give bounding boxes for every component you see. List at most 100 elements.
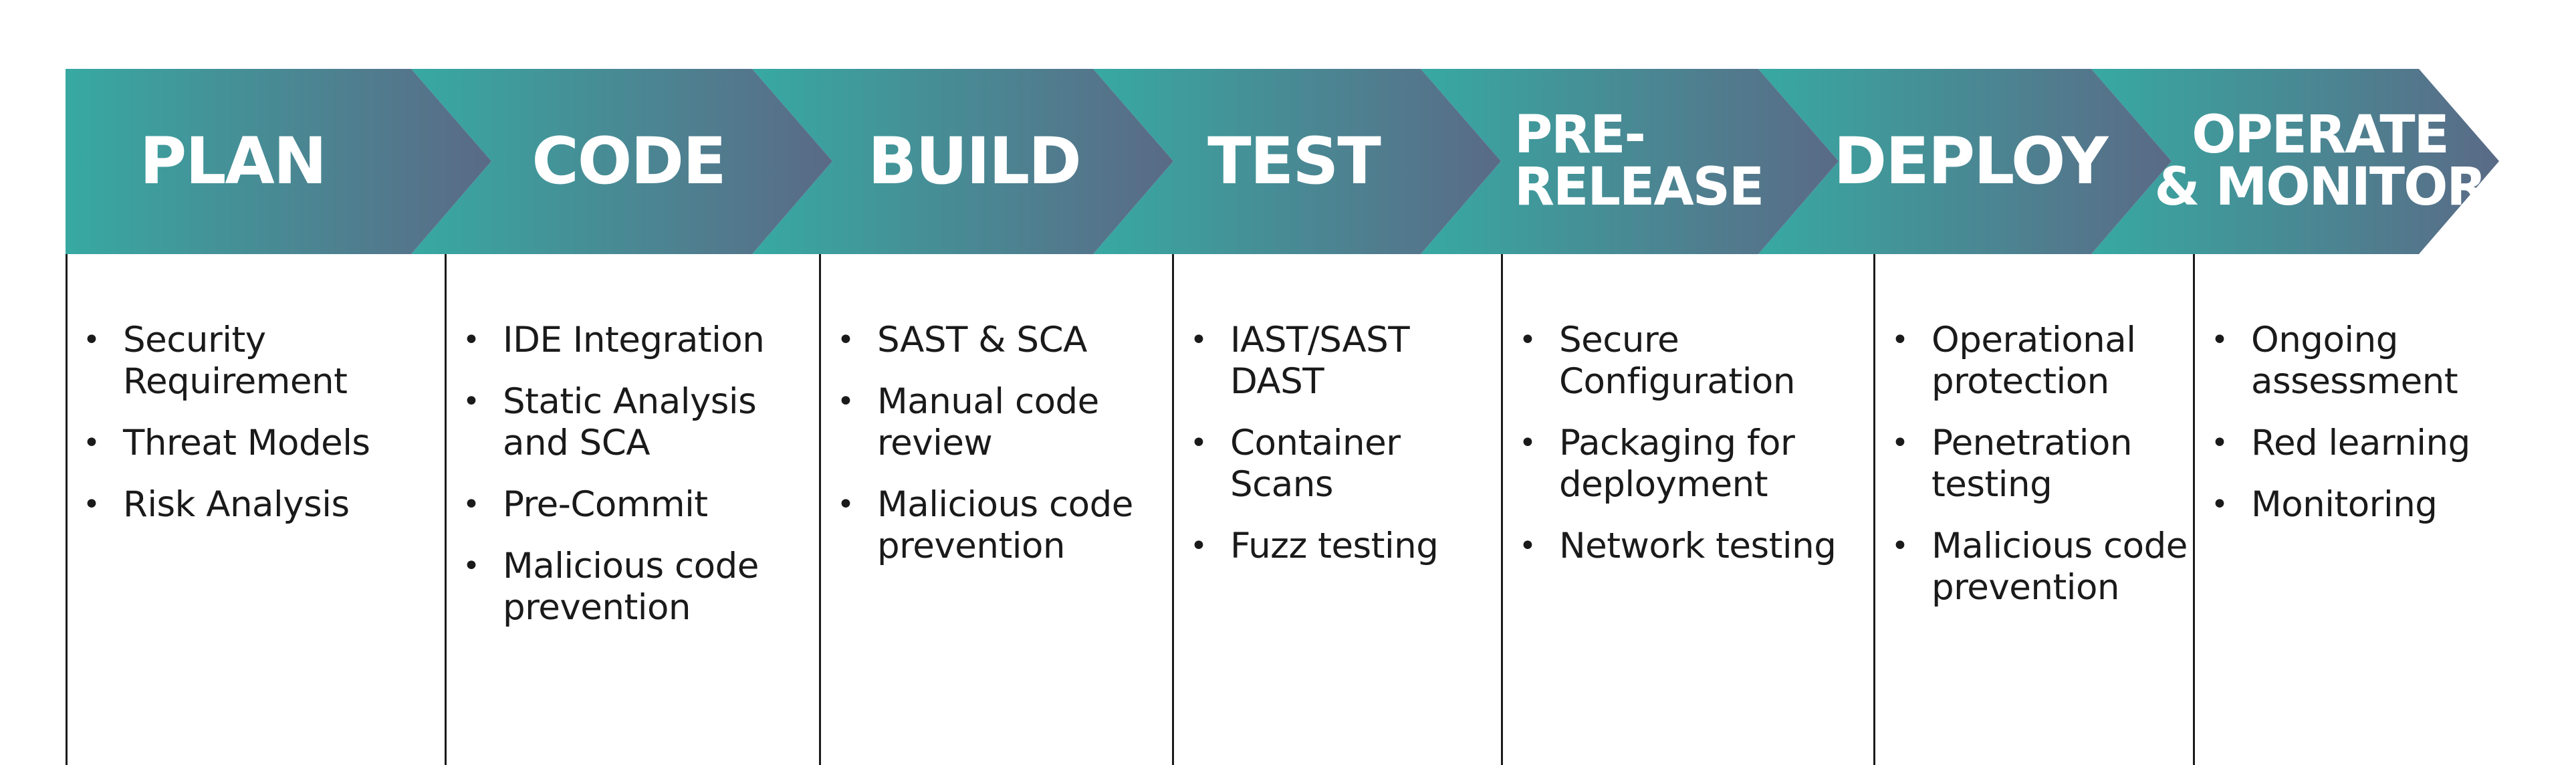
list-item: • Network testing <box>1503 526 1871 567</box>
bullet-icon: • <box>837 487 854 522</box>
stage-activity-list: • Ongoing assessment •Red learning • Monitor… <box>2195 320 2543 546</box>
bullet-icon: • <box>2211 323 2228 357</box>
stage-chevron <box>2091 69 2499 254</box>
bullet-icon: • <box>1891 426 1909 460</box>
list-item: • Manual code review <box>821 381 1169 464</box>
stage-chevron <box>1421 69 1839 254</box>
list-item: • Secure Configuration <box>1503 320 1871 403</box>
bullet-icon: • <box>1891 323 1909 357</box>
list-item-text: Penetration testing <box>1931 423 2132 505</box>
list-item-text: Malicious code prevention <box>877 484 1133 566</box>
stage-title: BUILD <box>834 69 1115 253</box>
bullet-icon: • <box>463 487 480 522</box>
list-item: • Threat Models <box>67 423 441 464</box>
list-item: • Packaging for deployment <box>1503 423 1871 506</box>
column-divider <box>2193 254 2195 765</box>
stage-title: PRE-RELEASE <box>1514 69 1795 253</box>
bullet-icon: • <box>1519 529 1536 563</box>
list-item: • Malicious code prevention <box>821 484 1169 567</box>
list-item: • Pre-Commit <box>447 484 818 526</box>
bullet-icon: • <box>837 323 854 357</box>
stage-activity-list: • IAST/SAST DAST • Container Scans •Fuzz tes… <box>1174 320 1498 587</box>
stage-chevron <box>1093 69 1501 254</box>
list-item-text: Threat Models <box>123 423 370 463</box>
list-item: • Penetration testing <box>1875 423 2191 506</box>
stage-chevron <box>752 69 1173 254</box>
list-item-text: Malicious code prevention <box>503 546 759 628</box>
list-item-text: Ongoing assessment <box>2251 320 2458 402</box>
stage-title-line: CODE <box>532 123 726 199</box>
list-item-text: Operational protection <box>1931 320 2136 402</box>
stage-chevron <box>1758 69 2172 254</box>
list-item-text: Static Analysis and SCA <box>503 381 757 463</box>
bullet-icon: • <box>1190 323 1207 357</box>
list-item: • Monitoring <box>2195 484 2543 526</box>
stage-chevron <box>411 69 832 254</box>
column-divider <box>1501 254 1503 765</box>
column-divider <box>1172 254 1174 765</box>
list-item-text: SAST & SCA <box>877 320 1087 360</box>
stage-title-line: TEST <box>1207 123 1381 199</box>
list-item-text: Container Scans <box>1230 423 1401 505</box>
list-item: • Operational protection <box>1875 320 2191 403</box>
stage-activity-list: • Secure Configuration • Packaging for depl… <box>1503 320 1871 587</box>
list-item-text: Malicious code prevention <box>1931 526 2188 608</box>
stage-title: OPERATE& MONITOR <box>2155 69 2487 253</box>
bullet-icon: • <box>1519 426 1536 460</box>
list-item: • Risk Analysis <box>67 484 441 526</box>
stage-title: PLAN <box>92 69 373 253</box>
bullet-icon: • <box>837 385 854 419</box>
list-item-text: Red learning <box>2251 423 2470 463</box>
bullet-icon: • <box>83 323 100 357</box>
list-item: • Ongoing assessment <box>2195 320 2543 403</box>
list-item-text: Packaging for deployment <box>1559 423 1795 505</box>
list-item-text: Pre-Commit <box>503 484 708 525</box>
list-item: • IAST/SAST DAST <box>1174 320 1498 403</box>
list-item: • Security Requirement <box>67 320 441 403</box>
stage-title: TEST <box>1153 69 1434 253</box>
bullet-icon: • <box>1891 529 1909 563</box>
list-item-text: Network testing <box>1559 526 1837 566</box>
bullet-icon: • <box>1190 529 1207 563</box>
stage-title-line: PRE- <box>1514 104 1646 165</box>
stage-activity-list: • Operational protection • Penetration test… <box>1875 320 2191 629</box>
stage-activity-list: • SAST & SCA • Manual code review • Malicious… <box>821 320 1169 587</box>
stage-title-line: & MONITOR <box>2154 156 2487 217</box>
list-item-text: Monitoring <box>2251 484 2438 525</box>
list-item: • IDE Integration <box>447 320 818 361</box>
column-divider <box>66 254 68 765</box>
list-item-text: Risk Analysis <box>123 484 350 525</box>
bullet-icon: • <box>463 385 480 419</box>
list-item: •Red learning <box>2195 423 2543 464</box>
bullet-icon: • <box>2211 487 2228 522</box>
stage-title: CODE <box>488 69 769 253</box>
list-item: • Static Analysis and SCA <box>447 381 818 464</box>
stage-title-line: DEPLOY <box>1833 123 2108 199</box>
list-item: • Container Scans <box>1174 423 1498 506</box>
stage-title-line: OPERATE <box>2192 104 2450 165</box>
list-item-text: IDE Integration <box>503 320 765 360</box>
bullet-icon: • <box>83 426 100 460</box>
column-divider <box>819 254 821 765</box>
bullet-icon: • <box>83 487 100 522</box>
column-divider <box>1873 254 1875 765</box>
column-divider <box>445 254 447 765</box>
stage-activity-list: • IDE Integration • Static Analysis and SCA… <box>447 320 818 649</box>
bullet-icon: • <box>1519 323 1536 357</box>
list-item: • SAST & SCA <box>821 320 1169 361</box>
stage-title-line: PLAN <box>139 123 327 199</box>
list-item: •Fuzz testing <box>1174 526 1498 567</box>
list-item: •Malicious code prevention <box>447 546 818 629</box>
stage-title-line: RELEASE <box>1514 156 1764 217</box>
bullet-icon: • <box>1190 426 1207 460</box>
list-item-text: Manual code review <box>877 381 1099 463</box>
stage-activity-list: • Security Requirement • Threat Models • Risk… <box>67 320 441 546</box>
list-item-text: Security Requirement <box>123 320 348 402</box>
list-item-text: Secure Configuration <box>1559 320 1795 402</box>
stage-chevron <box>66 69 491 254</box>
stage-title: DEPLOY <box>1830 69 2111 253</box>
list-item: • Malicious code prevention <box>1875 526 2191 609</box>
bullet-icon: • <box>463 323 480 357</box>
list-item-text: IAST/SAST DAST <box>1230 320 1410 402</box>
